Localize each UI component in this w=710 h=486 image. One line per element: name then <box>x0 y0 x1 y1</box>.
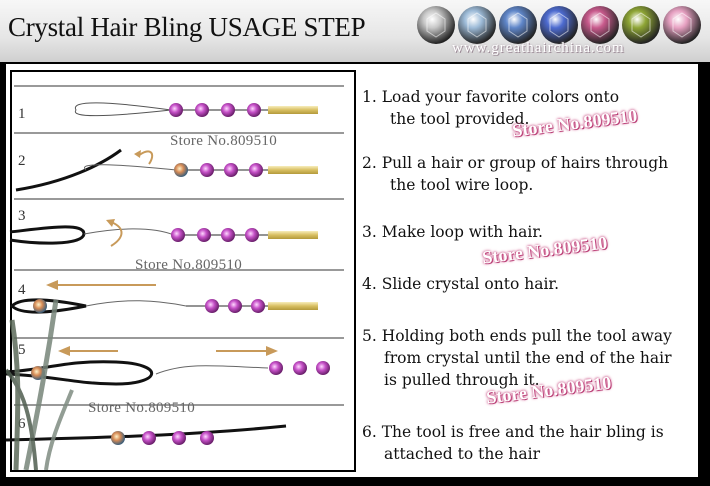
gem-swatch <box>663 6 701 44</box>
gem-facet <box>508 12 528 38</box>
step-illustrations <box>6 85 344 470</box>
gem-facet <box>631 12 651 38</box>
instruction-step-2: 2. Pull a hair or group of hairs through… <box>362 154 669 194</box>
decorative-grass <box>6 299 74 470</box>
instruction-step-3: 3. Make loop with hair. <box>362 223 543 241</box>
instruction-step-1: 1. Load your favorite colors onto the to… <box>362 88 620 128</box>
gem-facet <box>549 12 569 38</box>
store-label: Store No.809510 <box>135 257 242 273</box>
gem-facet <box>672 12 692 38</box>
step-6-illustration <box>6 424 287 445</box>
illustration-box <box>10 70 356 472</box>
instruction-step-5: 5. Holding both ends pull the tool away … <box>362 327 672 389</box>
store-label: Store No.809510 <box>170 133 277 149</box>
gem-swatch <box>499 6 537 44</box>
step-number-5: 5 <box>18 342 26 358</box>
step-5-illustration <box>6 346 330 386</box>
step-number-2: 2 <box>18 153 26 169</box>
gem-swatch <box>622 6 660 44</box>
page-title: Crystal Hair Bling USAGE STEP <box>8 12 366 42</box>
step-number-1: 1 <box>18 106 26 122</box>
instruction-step-6: 6. The tool is free and the hair bling i… <box>362 423 664 463</box>
step-number-4: 4 <box>18 282 26 298</box>
step-2-illustration <box>15 148 318 192</box>
step-1-illustration <box>74 102 318 117</box>
gem-swatch <box>458 6 496 44</box>
gem-facet <box>467 12 487 38</box>
instruction-step-4: 4. Slide crystal onto hair. <box>362 275 560 293</box>
store-label: Store No.809510 <box>88 400 195 416</box>
header-bar: Crystal Hair Bling USAGE STEP www.greath… <box>0 0 710 62</box>
gem-facet <box>426 12 446 38</box>
gem-facet <box>590 12 610 38</box>
step-number-6: 6 <box>18 416 26 432</box>
gem-swatch <box>540 6 578 44</box>
gem-color-swatches <box>417 6 701 44</box>
gem-swatch <box>581 6 619 44</box>
step-number-3: 3 <box>18 208 26 224</box>
step-3-illustration <box>9 219 318 247</box>
gem-swatch <box>417 6 455 44</box>
website-watermark: www.greathairchina.com <box>452 40 625 56</box>
step-4-illustration <box>9 280 318 314</box>
